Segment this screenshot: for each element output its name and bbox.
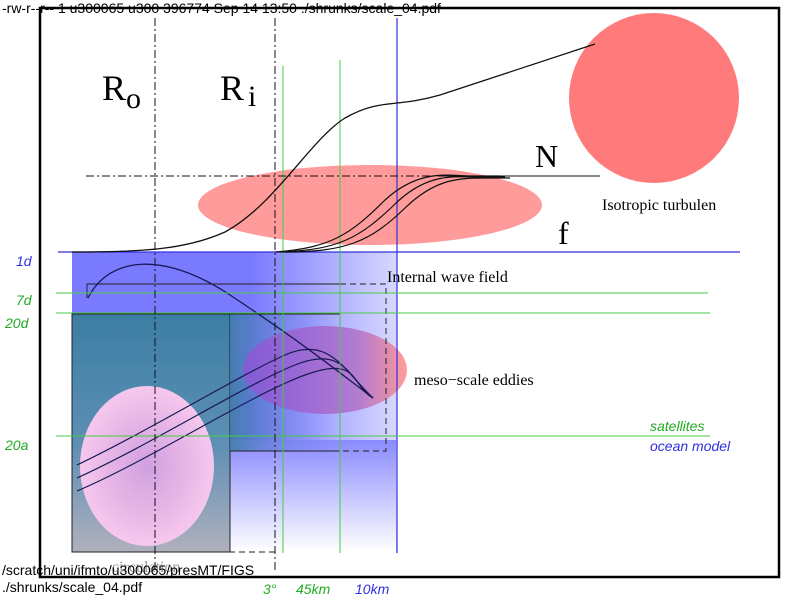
circulation-label: circulation	[112, 559, 180, 576]
n-curve-3	[284, 177, 510, 253]
coriolis-label: f	[558, 215, 569, 251]
ocean-model-bottom-fade	[230, 440, 396, 552]
internal-wave-label: Internal wave field	[387, 269, 508, 286]
circulation-blob	[80, 386, 214, 546]
time-label-7d: 7d	[16, 292, 33, 308]
circulation-dashed	[229, 451, 276, 553]
isotropic-label: Isotropic turbulen	[602, 197, 716, 214]
isotropic-ellipse	[198, 165, 542, 245]
eddies-label: meso−scale eddies	[414, 372, 534, 389]
space-label-3deg: 3°	[263, 581, 277, 597]
n-curve-1	[274, 174, 500, 253]
space-label-45km: 45km	[296, 581, 331, 597]
time-label-20d: 20d	[4, 315, 30, 331]
n-curve-2	[279, 176, 505, 253]
footer-path: /scratch/uni/ifmto/u300065/presMT/FIGS	[2, 562, 255, 578]
file-header: -rw-r--r-- 1 u300065 u300 396774 Sep 14 …	[2, 0, 441, 16]
isotropic-circle	[569, 13, 739, 183]
time-label-1d: 1d	[16, 253, 33, 269]
footer-file: ./shrunks/scale_04.pdf	[2, 579, 143, 595]
plot-frame	[38, 6, 781, 579]
legend-ocean-model: ocean model	[650, 438, 731, 454]
eddy-curve-3	[76, 367, 374, 492]
eddies-ellipse	[243, 326, 407, 414]
internal-wave-box-dashed	[340, 283, 387, 452]
space-label-10km: 10km	[355, 581, 390, 597]
time-label-20a: 20a	[4, 437, 29, 453]
rossby-outer-label: Ro	[102, 68, 141, 115]
buoyancy-label: N	[535, 138, 558, 174]
main-curve	[71, 43, 596, 253]
legend-satellites: satellites	[650, 418, 704, 434]
